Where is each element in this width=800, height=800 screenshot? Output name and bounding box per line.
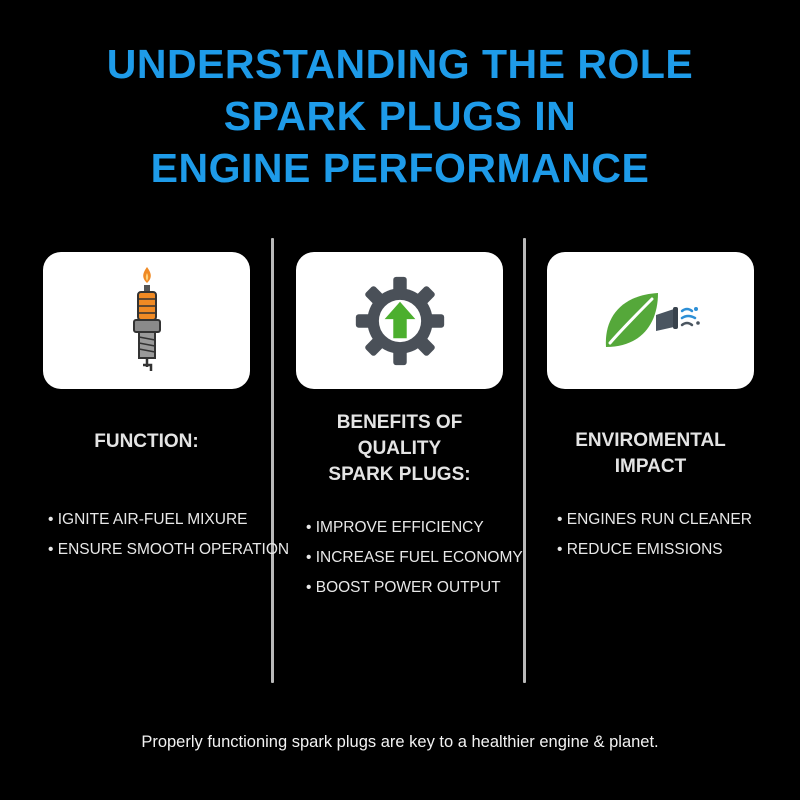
benefits-heading: BENEFITS OF QUALITY SPARK PLUGS: (296, 410, 503, 488)
list-item: IGNITE AIR-FUEL MIXURE (48, 505, 289, 535)
environmental-card (547, 252, 754, 389)
page-title: UNDERSTANDING THE ROLE SPARK PLUGS IN EN… (0, 38, 800, 194)
function-heading: FUNCTION: (43, 429, 250, 455)
benefits-heading-line: QUALITY (357, 438, 442, 459)
column-function: FUNCTION: IGNITE AIR-FUEL MIXURE ENSURE … (43, 0, 293, 800)
column-divider-right (523, 238, 526, 683)
list-item: IMPROVE EFFICIENCY (306, 513, 523, 543)
title-line-3: ENGINE PERFORMANCE (150, 145, 650, 191)
environmental-bullet-list: ENGINES RUN CLEANER REDUCE EMISSIONS (557, 505, 752, 565)
function-bullet-list: IGNITE AIR-FUEL MIXURE ENSURE SMOOTH OPE… (48, 505, 289, 565)
benefits-heading-line: BENEFITS OF (336, 412, 463, 433)
title-line-2: SPARK PLUGS IN (223, 93, 577, 139)
spark-plug-icon (132, 266, 161, 371)
column-benefits: BENEFITS OF QUALITY SPARK PLUGS: IMPROVE… (296, 0, 546, 800)
gear-arrow-up-icon (355, 276, 444, 365)
benefits-card (296, 252, 503, 389)
function-heading-line: FUNCTION: (94, 431, 199, 452)
environmental-heading: ENVIROMENTAL IMPACT (547, 428, 754, 480)
column-environmental: ENVIROMENTAL IMPACT ENGINES RUN CLEANER … (547, 0, 797, 800)
environmental-heading-line: ENVIROMENTAL (575, 430, 726, 451)
title-line-1: UNDERSTANDING THE ROLE (106, 41, 694, 87)
column-divider-left (271, 238, 274, 683)
leaf-exhaust-icon (605, 292, 700, 347)
list-item: BOOST POWER OUTPUT (306, 573, 523, 603)
list-item: REDUCE EMISSIONS (557, 535, 752, 565)
function-card (43, 252, 250, 389)
environmental-heading-line: IMPACT (614, 456, 687, 477)
benefits-bullet-list: IMPROVE EFFICIENCY INCREASE FUEL ECONOMY… (306, 513, 523, 603)
list-item: ENGINES RUN CLEANER (557, 505, 752, 535)
list-item: INCREASE FUEL ECONOMY (306, 543, 523, 573)
footer-caption: Properly functioning spark plugs are key… (141, 733, 659, 751)
benefits-heading-line: SPARK PLUGS: (328, 464, 471, 485)
list-item: ENSURE SMOOTH OPERATION (48, 535, 289, 565)
